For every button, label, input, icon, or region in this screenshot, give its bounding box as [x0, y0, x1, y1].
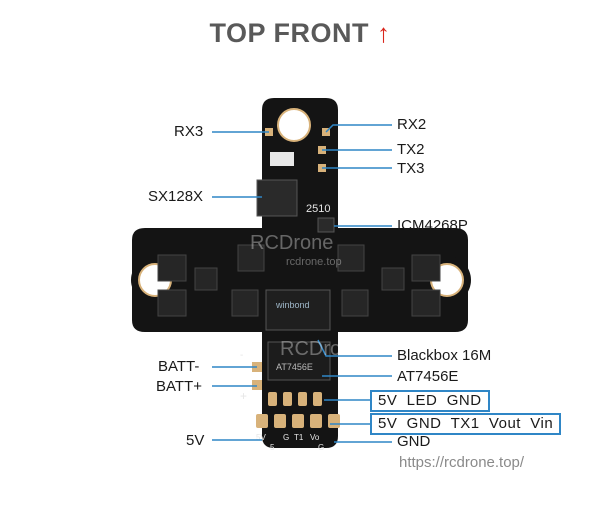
pad-vo-silk: Vo	[310, 433, 320, 442]
pad-g-silk: G	[283, 433, 289, 442]
pad-t1-silk: T1	[294, 433, 304, 442]
source-url: https://rcdrone.top/	[399, 454, 524, 471]
label-tx2: TX2	[397, 141, 425, 159]
label-5v: 5V	[186, 432, 204, 450]
label-batt-plus: BATT+	[156, 378, 202, 396]
led-pad-box: 5V LED GND	[370, 390, 490, 412]
chip-2510-label: 2510	[306, 203, 330, 215]
bottom-5-silk: 5	[270, 443, 275, 452]
watermark-brand: RCDrone	[250, 232, 333, 255]
flash-label: winbond	[275, 300, 310, 310]
label-tx3: TX3	[397, 160, 425, 178]
watermark-brand-2: RCDrone	[280, 338, 363, 361]
watermark-sub: rcdrone.top	[286, 256, 342, 268]
bottom-g-silk: G	[318, 443, 324, 452]
label-blackbox: Blackbox 16M	[397, 347, 491, 365]
label-rx3: RX3	[174, 123, 203, 141]
label-rx2: RX2	[397, 116, 426, 134]
label-gnd: GND	[397, 433, 430, 451]
label-icm4268p: ICM4268P	[397, 217, 468, 235]
minus-silk: -	[240, 350, 243, 361]
osd-chip-label: AT7456E	[276, 362, 313, 372]
label-at7456e: AT7456E	[397, 368, 458, 386]
uart-pad-box: 5V GND TX1 Vout Vin	[370, 413, 561, 435]
label-batt-minus: BATT-	[158, 358, 199, 376]
plus-silk: +	[240, 389, 247, 403]
label-sx128x: SX128X	[148, 188, 203, 206]
